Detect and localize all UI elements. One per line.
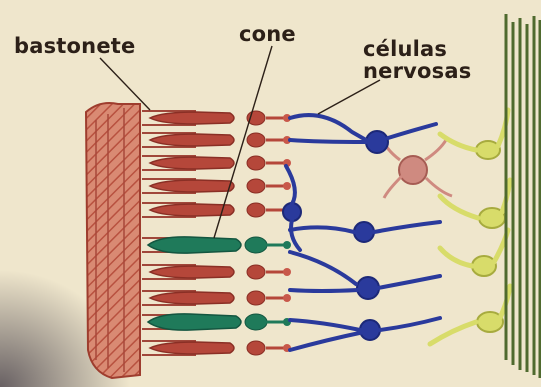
label-rod: bastonete	[14, 35, 135, 57]
pigment-epithelium	[86, 103, 140, 378]
label-nerve-line2: nervosas	[363, 60, 471, 82]
label-cone: cone	[239, 23, 296, 45]
label-nerve-line1: células	[363, 38, 471, 60]
label-nerve-cells: células nervosas	[363, 38, 471, 82]
